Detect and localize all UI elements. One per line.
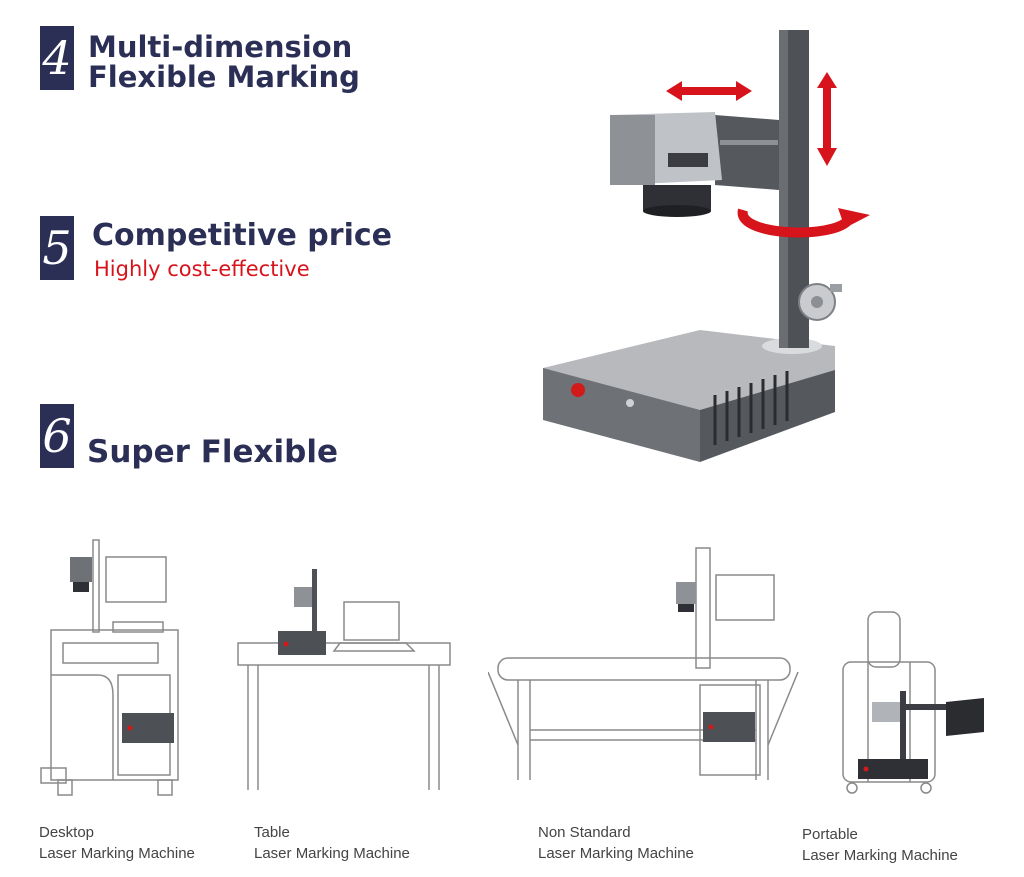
caption-line1: Desktop	[39, 824, 95, 841]
rotation-arrow-icon	[737, 208, 870, 238]
machine-caption-desktop: Desktop Laser Marking Machine	[39, 822, 195, 864]
feature-5-title: Competitive price	[92, 218, 392, 253]
feature-6-title: Super Flexible	[87, 434, 338, 470]
feature-5-subtitle: Highly cost-effective	[94, 257, 310, 281]
emergency-stop-icon	[571, 383, 585, 397]
machine-caption-non-standard: Non Standard Laser Marking Machine	[538, 822, 694, 864]
portable-machine-illustration	[842, 611, 984, 794]
table-machine-illustration	[237, 569, 451, 790]
caption-line1: Table	[254, 824, 290, 841]
feature-5-number: 5	[40, 216, 74, 280]
caption-line2: Laser Marking Machine	[39, 845, 195, 862]
machine-caption-portable: Portable Laser Marking Machine	[802, 824, 958, 866]
feature-6-number: 6	[40, 404, 74, 468]
laser-marking-machine-image	[543, 30, 870, 462]
non-standard-machine-illustration	[488, 547, 799, 780]
feature-4-title-line1: Multi-dimension	[88, 30, 353, 64]
caption-line1: Non Standard	[538, 824, 631, 841]
horizontal-arrow-icon	[666, 81, 752, 101]
caption-line2: Laser Marking Machine	[802, 847, 958, 864]
feature-4-title-line2: Flexible Marking	[88, 60, 360, 94]
caption-line2: Laser Marking Machine	[538, 845, 694, 862]
desktop-machine-illustration	[40, 539, 179, 796]
machine-caption-table: Table Laser Marking Machine	[254, 822, 410, 864]
vertical-arrow-icon	[817, 72, 837, 166]
caption-line1: Portable	[802, 826, 858, 843]
caption-line2: Laser Marking Machine	[254, 845, 410, 862]
feature-4-number: 4	[40, 26, 74, 90]
